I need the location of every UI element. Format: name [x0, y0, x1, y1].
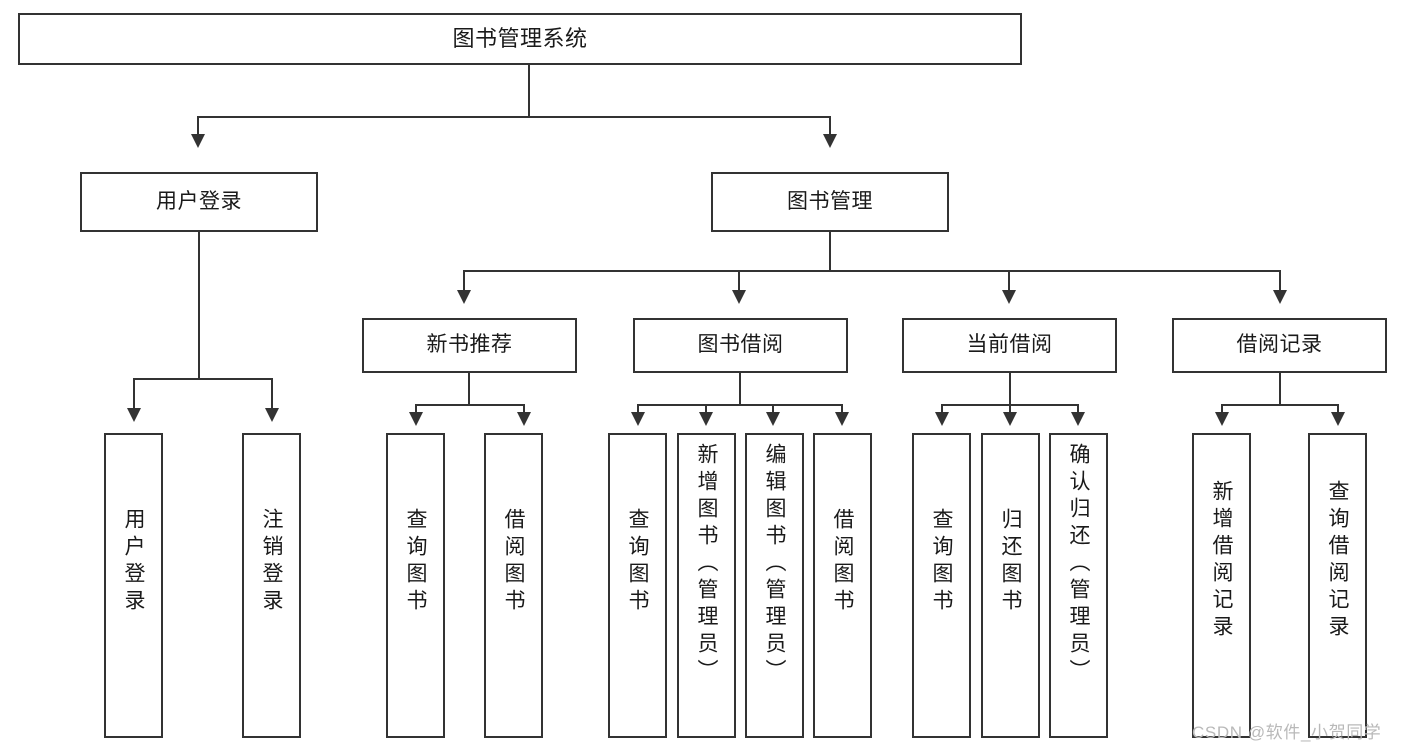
leaf-edit-book-admin[interactable]: 编辑图书（管理员） [745, 433, 804, 738]
node-label: 查询图书 [626, 508, 649, 616]
connector-level2-bus [197, 116, 831, 118]
connector-book-borrow-stem [739, 373, 741, 405]
arrowhead-borrow-record-leaf-1 [1215, 412, 1229, 426]
leaf-return-book[interactable]: 归还图书 [981, 433, 1040, 738]
node-label: 归还图书 [999, 508, 1022, 616]
leaf-add-book-admin[interactable]: 新增图书（管理员） [677, 433, 736, 738]
arrowhead-to-book-manage [823, 134, 837, 148]
connector-to-current-borrow [1008, 270, 1010, 292]
arrowhead-new-book-leaf-2 [517, 412, 531, 426]
node-label: 新书推荐 [426, 333, 513, 357]
node-label: 借阅图书 [831, 508, 854, 616]
arrowhead-book-borrow-leaf-1 [631, 412, 645, 426]
arrowhead-to-current-borrow [1002, 290, 1016, 304]
arrowhead-book-borrow-leaf-4 [835, 412, 849, 426]
node-label: 借阅记录 [1236, 333, 1323, 357]
node-label: 新增借阅记录 [1210, 480, 1233, 642]
arrowhead-book-borrow-leaf-2 [699, 412, 713, 426]
connector-to-user-login [197, 116, 199, 136]
node-label: 图书管理 [787, 189, 873, 213]
arrowhead-current-borrow-leaf-3 [1071, 412, 1085, 426]
arrowhead-to-borrow-record [1273, 290, 1287, 304]
node-label: 用户登录 [122, 508, 145, 616]
connector-borrow-record-stem [1279, 373, 1281, 405]
leaf-query-book-current[interactable]: 查询图书 [912, 433, 971, 738]
connector-book-borrow-bus [637, 404, 843, 406]
connector-current-borrow-leaf-2 [1009, 404, 1011, 414]
node-label: 查询图书 [930, 508, 953, 616]
leaf-query-book-recommend[interactable]: 查询图书 [386, 433, 445, 738]
leaf-borrow-book[interactable]: 借阅图书 [813, 433, 872, 738]
leaf-borrow-book-recommend[interactable]: 借阅图书 [484, 433, 543, 738]
connector-book-borrow-leaf-4 [841, 404, 843, 414]
node-label: 当前借阅 [966, 333, 1053, 357]
arrowhead-book-borrow-leaf-3 [766, 412, 780, 426]
leaf-query-borrow-record[interactable]: 查询借阅记录 [1308, 433, 1367, 738]
node-book-borrow[interactable]: 图书借阅 [633, 318, 848, 373]
arrowhead-new-book-leaf-1 [409, 412, 423, 426]
connector-book-borrow-leaf-2 [705, 404, 707, 414]
arrowhead-to-new-book [457, 290, 471, 304]
connector-to-book-borrow [738, 270, 740, 292]
arrowhead-current-borrow-leaf-2 [1003, 412, 1017, 426]
connector-borrow-record-leaf-1 [1221, 404, 1223, 414]
node-new-book-recommend[interactable]: 新书推荐 [362, 318, 577, 373]
leaf-query-book-borrow[interactable]: 查询图书 [608, 433, 667, 738]
node-user-login[interactable]: 用户登录 [80, 172, 318, 232]
connector-level3-bus [463, 270, 1281, 272]
connector-user-login-leaf-1 [133, 378, 135, 410]
leaf-confirm-return-admin[interactable]: 确认归还（管理员） [1049, 433, 1108, 738]
connector-current-borrow-leaf-3 [1077, 404, 1079, 414]
arrowhead-current-borrow-leaf-1 [935, 412, 949, 426]
arrowhead-borrow-record-leaf-2 [1331, 412, 1345, 426]
node-label: 确认归还（管理员） [1067, 443, 1090, 686]
arrowhead-to-user-login [191, 134, 205, 148]
node-label: 注销登录 [260, 508, 283, 616]
node-label: 编辑图书（管理员） [763, 443, 786, 686]
arrowhead-to-book-borrow [732, 290, 746, 304]
connector-new-book-bus [415, 404, 525, 406]
connector-borrow-record-bus [1221, 404, 1339, 406]
node-label: 新增图书（管理员） [695, 443, 718, 686]
node-label: 借阅图书 [502, 508, 525, 616]
connector-to-borrow-record [1279, 270, 1281, 292]
connector-new-book-leaf-1 [415, 404, 417, 414]
connector-book-borrow-leaf-3 [772, 404, 774, 414]
arrowhead-user-login-leaf-2 [265, 408, 279, 422]
connector-borrow-record-leaf-2 [1337, 404, 1339, 414]
connector-book-borrow-leaf-1 [637, 404, 639, 414]
connector-user-login-bus [133, 378, 273, 380]
connector-to-book-manage [829, 116, 831, 136]
node-label: 用户登录 [156, 189, 242, 213]
connector-root-stem [528, 65, 530, 117]
arrowhead-user-login-leaf-1 [127, 408, 141, 422]
node-current-borrow[interactable]: 当前借阅 [902, 318, 1117, 373]
connector-user-login-leaf-2 [271, 378, 273, 410]
connector-new-book-stem [468, 373, 470, 405]
connector-current-borrow-leaf-1 [941, 404, 943, 414]
connector-book-manage-stem [829, 232, 831, 271]
node-label: 查询图书 [404, 508, 427, 616]
connector-current-borrow-stem [1009, 373, 1011, 405]
node-label: 查询借阅记录 [1326, 480, 1349, 642]
leaf-add-borrow-record[interactable]: 新增借阅记录 [1192, 433, 1251, 738]
node-label: 图书借阅 [697, 333, 784, 357]
leaf-user-login[interactable]: 用户登录 [104, 433, 163, 738]
leaf-logout[interactable]: 注销登录 [242, 433, 301, 738]
connector-new-book-leaf-2 [523, 404, 525, 414]
node-borrow-record[interactable]: 借阅记录 [1172, 318, 1387, 373]
connector-user-login-stem [198, 232, 200, 379]
node-label: 图书管理系统 [452, 26, 588, 52]
node-root-system[interactable]: 图书管理系统 [18, 13, 1022, 65]
connector-to-new-book [463, 270, 465, 292]
node-book-management[interactable]: 图书管理 [711, 172, 949, 232]
